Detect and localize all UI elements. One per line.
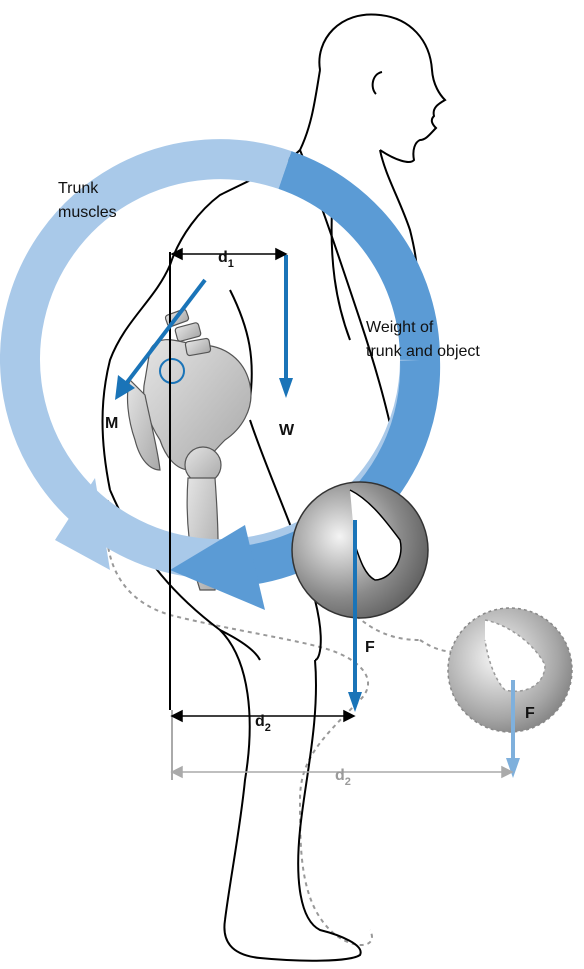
force-label-f-far: F [525, 705, 535, 722]
force-label-m: M [105, 415, 118, 432]
weight-label-1: Weight of [366, 319, 434, 336]
force-arrow-w [279, 255, 293, 398]
force-label-f: F [365, 639, 375, 656]
force-label-w: W [279, 422, 295, 439]
trunk-muscles-label-2: muscles [58, 204, 117, 221]
held-object-ball [292, 482, 428, 618]
dimension-label-d2-far: d2 [335, 767, 351, 788]
weight-label-2: trunk and object [366, 343, 480, 360]
far-object-ball [448, 608, 572, 732]
trunk-muscles-label-1: Trunk [58, 180, 99, 197]
dimension-label-d1: d1 [218, 249, 234, 270]
